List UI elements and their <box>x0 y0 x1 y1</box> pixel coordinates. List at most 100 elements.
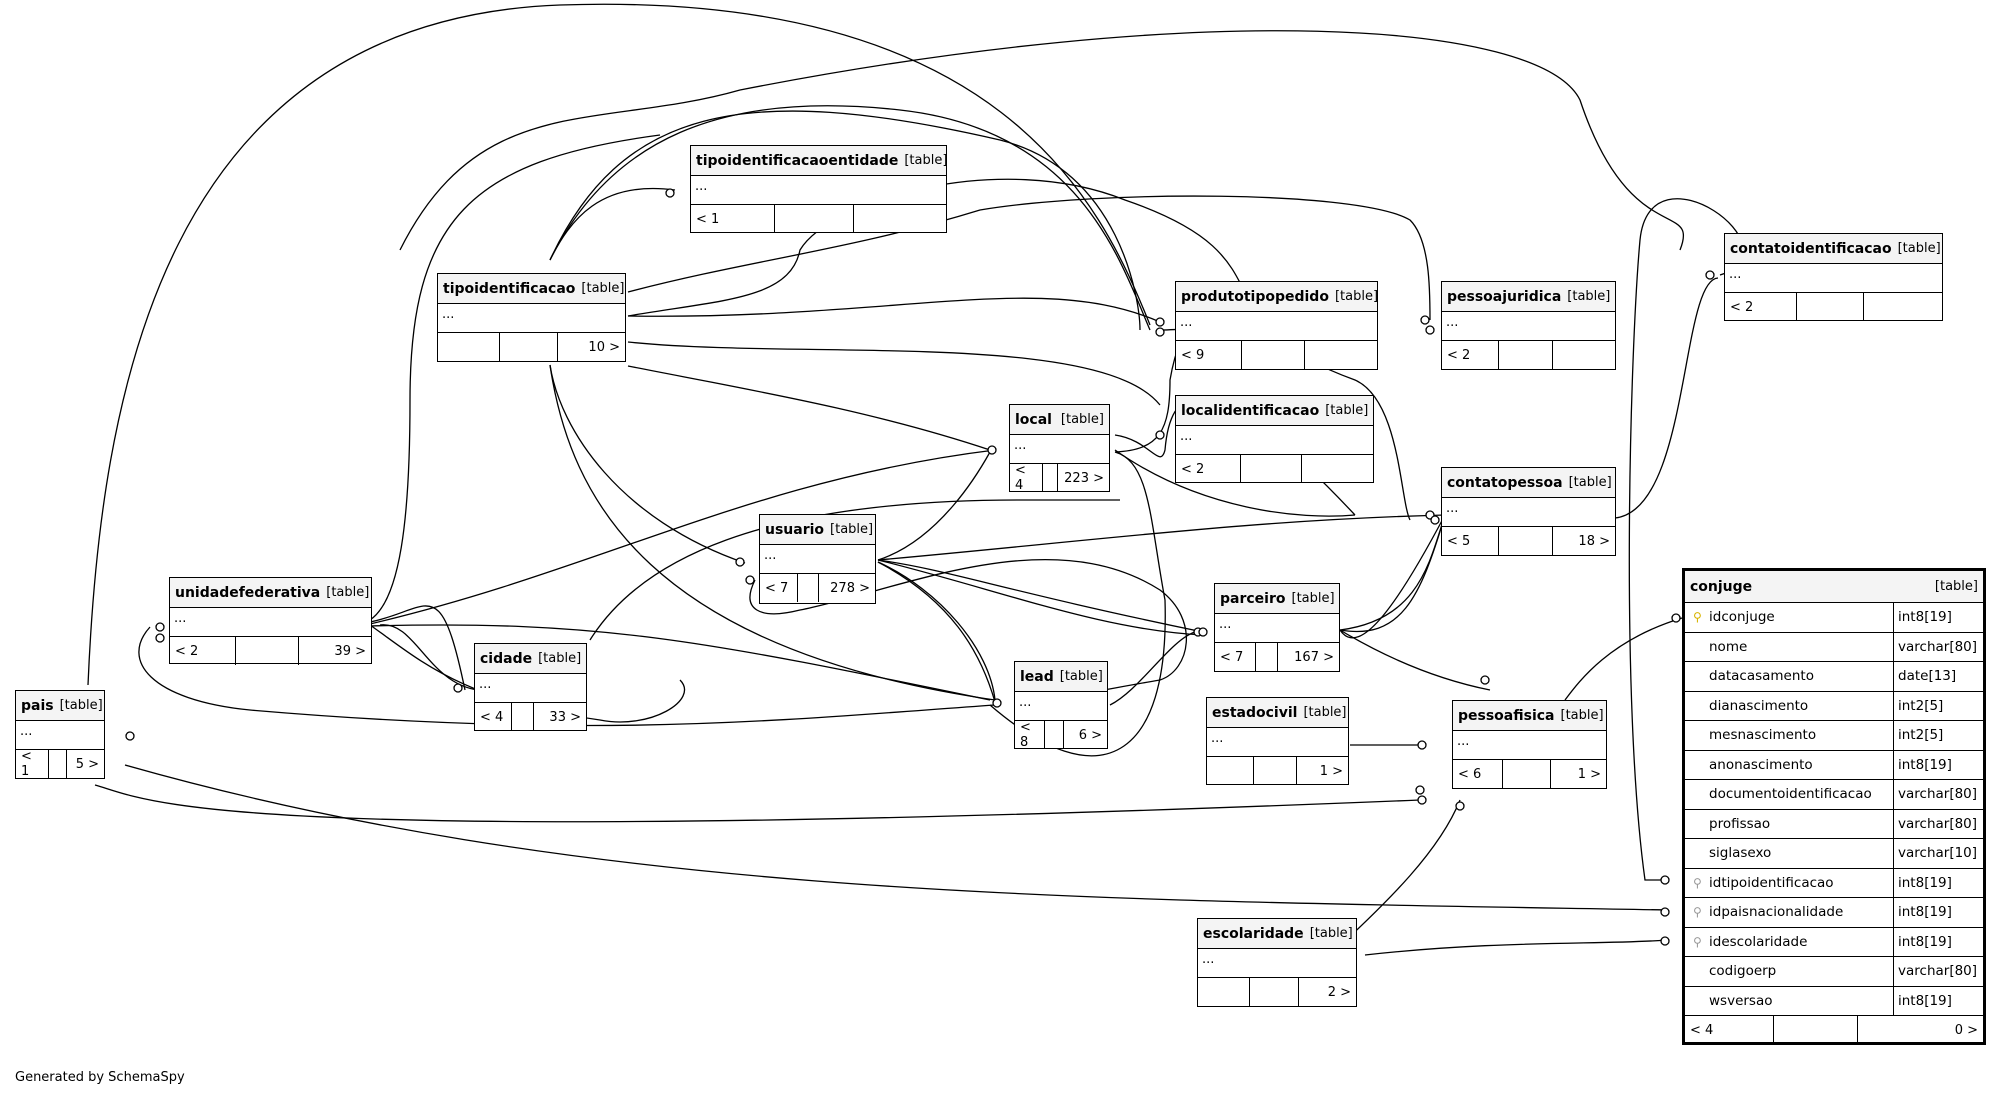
column-name: documentoidentificacao <box>1685 780 1894 809</box>
relation-line <box>549 105 1151 331</box>
mid-cell <box>49 750 68 778</box>
parents-count[interactable]: < 2 <box>1725 293 1797 321</box>
parents-count[interactable]: < 7 <box>1215 643 1256 671</box>
children-count[interactable] <box>1553 341 1615 369</box>
children-count[interactable]: 39 > <box>334 643 366 659</box>
parents-count[interactable]: < 9 <box>1176 341 1243 369</box>
children-count[interactable] <box>1864 293 1942 321</box>
table-kind: [table] <box>1291 591 1335 606</box>
table-body: ... <box>475 674 586 703</box>
table-kind: [table] <box>1303 705 1347 720</box>
children-count[interactable]: 223 > <box>1064 470 1104 486</box>
foreign-key-icon: ⚲ <box>1693 905 1702 919</box>
children-count[interactable]: 0 > <box>1954 1023 1978 1038</box>
table-body: ... <box>1453 731 1606 760</box>
table-kind: [table] <box>59 698 103 713</box>
mid-cell <box>500 333 558 361</box>
table-contatoidentificacao[interactable]: contatoidentificacao[table] ... < 2 <box>1724 233 1943 321</box>
children-count[interactable] <box>1305 341 1377 369</box>
children-count[interactable]: 278 > <box>830 580 870 596</box>
table-localidentificacao[interactable]: localidentificacao[table] ... < 2 <box>1175 395 1374 483</box>
parents-count[interactable]: < 7 <box>760 574 798 602</box>
parents-count[interactable]: < 2 <box>1442 341 1500 369</box>
relation-line <box>94 784 1421 823</box>
table-name: local <box>1015 411 1052 428</box>
parents-count[interactable]: < 6 <box>1453 760 1504 788</box>
parents-count[interactable]: < 5 <box>1442 527 1500 555</box>
table-name: contatopessoa <box>1447 474 1563 491</box>
table-kind: [table] <box>538 651 582 666</box>
mid-cell <box>1242 341 1305 369</box>
children-count[interactable]: 10 > <box>588 339 620 355</box>
table-name: usuario <box>765 521 825 538</box>
parents-count[interactable]: < 1 <box>16 749 50 779</box>
table-kind: [table] <box>581 281 625 296</box>
table-name: produtotipopedido <box>1181 288 1329 305</box>
table-estadocivil[interactable]: estadocivil[table] ... 1 > <box>1206 697 1349 785</box>
table-pessoajuridica[interactable]: pessoajuridica[table] ... < 2 <box>1441 281 1616 370</box>
table-escolaridade[interactable]: escolaridade[table] ... 2 > <box>1197 918 1357 1007</box>
children-count[interactable]: 33 > <box>549 709 581 725</box>
relation-line <box>1339 629 1491 691</box>
parents-count[interactable]: < 4 <box>1685 1016 1775 1045</box>
mid-cell <box>1774 1016 1858 1045</box>
table-produtotipopedido[interactable]: produtotipopedido[table] ... < 9 <box>1175 281 1378 370</box>
children-count[interactable]: 18 > <box>1578 533 1610 549</box>
parents-count[interactable]: < 2 <box>170 637 237 665</box>
column-type: int8[19] <box>1898 904 1952 921</box>
relation-line <box>369 624 991 701</box>
children-count[interactable] <box>854 205 946 233</box>
parents-count[interactable] <box>1198 978 1251 1006</box>
relation-line <box>1564 617 1683 701</box>
table-tipoidentificacao[interactable]: tipoidentificacao[table] ... 10 > <box>437 273 626 362</box>
children-count[interactable]: 2 > <box>1327 984 1351 1000</box>
children-count[interactable]: 5 > <box>75 756 99 772</box>
children-count[interactable]: 167 > <box>1294 649 1334 665</box>
parents-count[interactable]: < 4 <box>1010 463 1043 493</box>
parents-count[interactable]: < 1 <box>691 205 776 233</box>
parents-count[interactable] <box>1207 757 1254 785</box>
children-count[interactable]: 1 > <box>1319 763 1343 779</box>
children-count[interactable] <box>1302 455 1373 483</box>
table-tipoidentificacaoentidade[interactable]: tipoidentificacaoentidade[table] ... < 1 <box>690 145 947 233</box>
mid-cell <box>1254 757 1298 785</box>
relation-line <box>1614 277 1719 519</box>
parents-count[interactable]: < 8 <box>1015 720 1046 750</box>
table-body: ... <box>1215 614 1339 643</box>
children-count[interactable]: 1 > <box>1577 766 1601 782</box>
relation-line <box>589 499 1120 641</box>
relation-line <box>627 195 1431 321</box>
parents-count[interactable]: < 4 <box>475 703 512 731</box>
relation-line <box>399 30 1685 251</box>
column-name: ⚲idconjuge <box>1685 603 1894 632</box>
parents-count[interactable]: < 2 <box>1176 455 1241 483</box>
children-count[interactable]: 6 > <box>1078 727 1102 743</box>
relation-line <box>87 3 1151 686</box>
parents-count[interactable] <box>438 333 500 361</box>
